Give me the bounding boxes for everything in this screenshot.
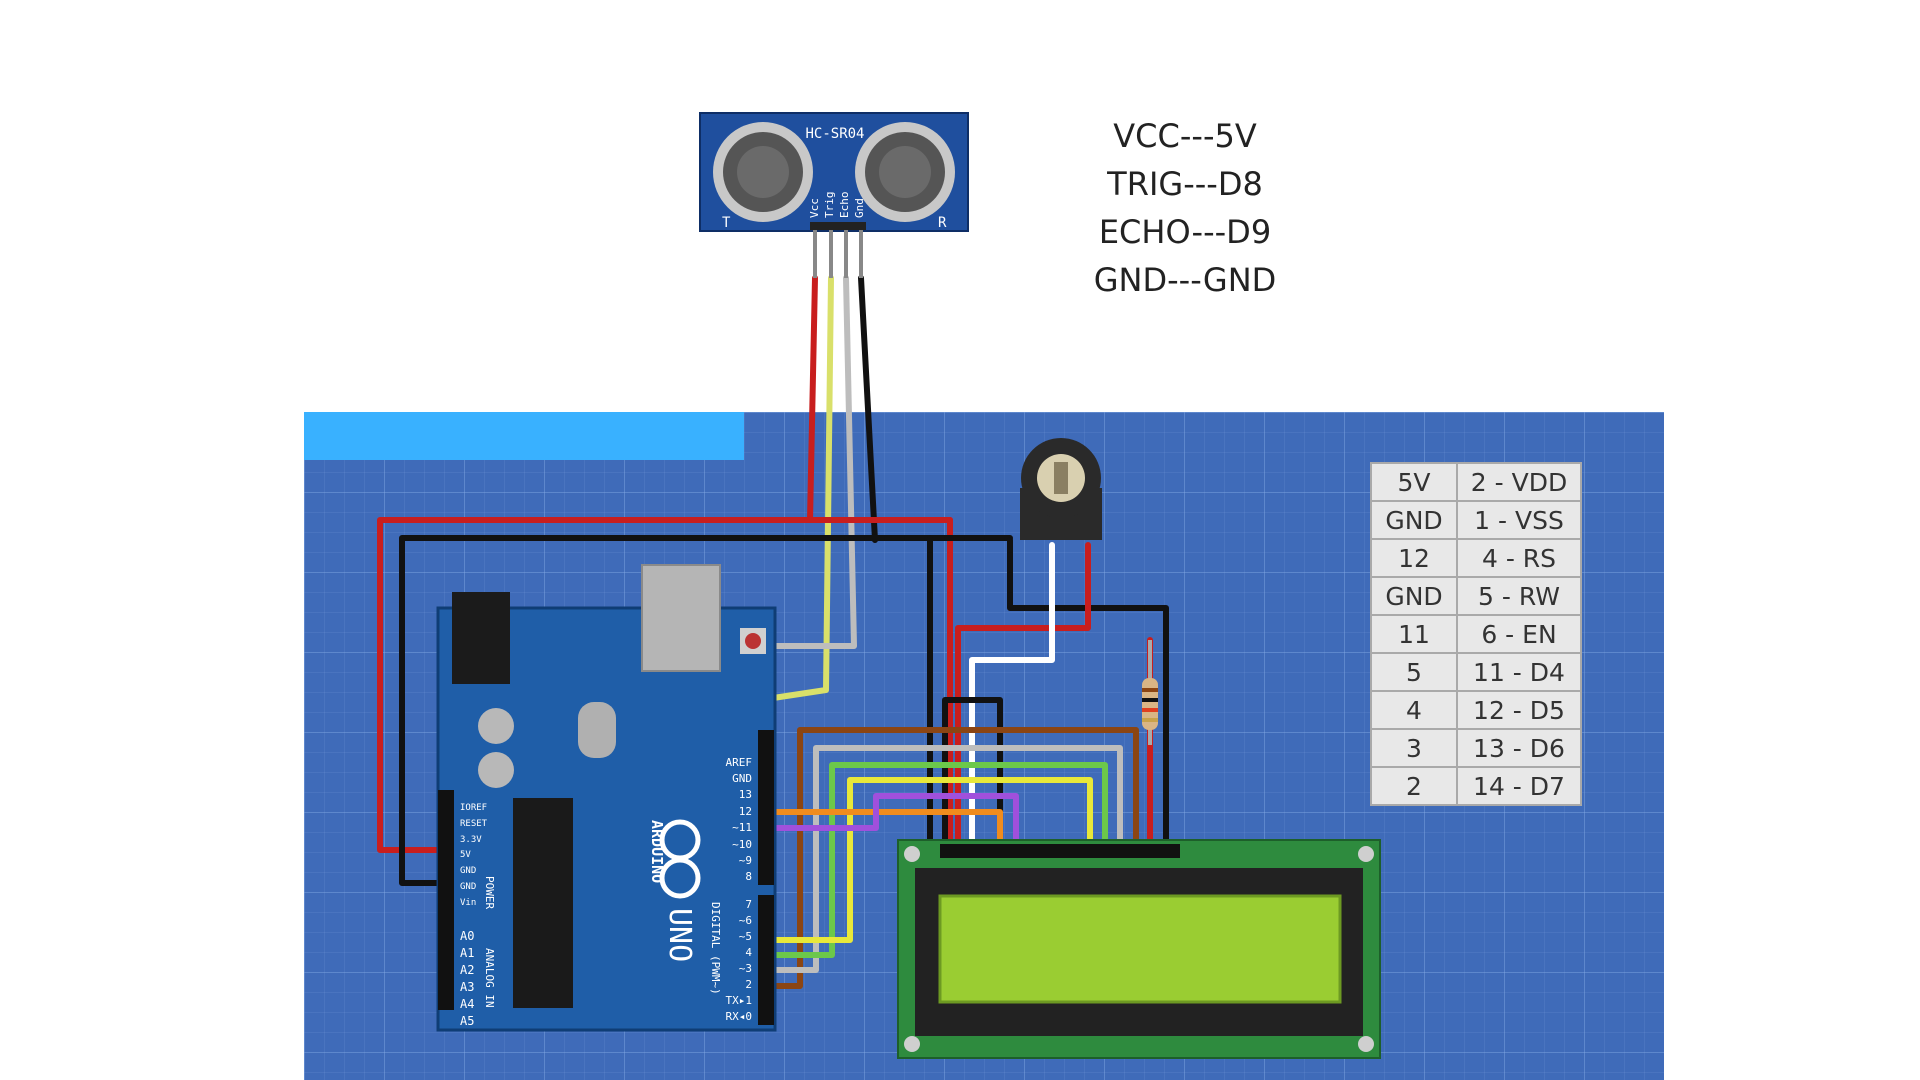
connection-note: ECHO---D9 bbox=[1098, 213, 1272, 251]
connection-note: TRIG---D8 bbox=[1107, 165, 1263, 203]
digital-pin-label: TX▸1 bbox=[726, 994, 753, 1007]
digital-pin-label: ~5 bbox=[739, 930, 752, 943]
arduino-pin-cell: 2 bbox=[1370, 766, 1458, 806]
analog-pin-label: A0 bbox=[460, 929, 474, 943]
header-accent-bar bbox=[304, 412, 744, 460]
digital-pin-label: ~9 bbox=[739, 854, 752, 867]
power-pin-label: IOREF bbox=[460, 803, 487, 813]
power-pin-label: RESET bbox=[460, 819, 488, 829]
arduino-pin-cell: 3 bbox=[1370, 728, 1458, 768]
lcd-pin-cell: 14 - D7 bbox=[1456, 766, 1582, 806]
digital-pin-label: ~6 bbox=[739, 914, 752, 927]
power-pin-label: 3.3V bbox=[460, 835, 482, 845]
sensor-pin-vcc: Vcc bbox=[808, 198, 821, 218]
digital-pin-label: 8 bbox=[745, 870, 752, 883]
arduino-pin-cell: GND bbox=[1370, 576, 1458, 616]
digital-pin-label: ~3 bbox=[739, 962, 752, 975]
lcd-pin-cell: 4 - RS bbox=[1456, 538, 1582, 578]
wire-pot-white bbox=[969, 542, 1055, 853]
lcd-pin-cell: 12 - D5 bbox=[1456, 690, 1582, 730]
arduino-analog-label: ANALOG IN bbox=[483, 948, 496, 1008]
sensor-t-label: T bbox=[722, 215, 731, 231]
sensor-r-label: R bbox=[938, 215, 947, 231]
sensor-label: HC-SR04 bbox=[805, 126, 864, 142]
sensor-connection-notes: VCC---5V TRIG---D8 ECHO---D9 GND---GND bbox=[1060, 112, 1310, 304]
wire-vcc-red bbox=[807, 275, 818, 523]
wire-d5-yellow bbox=[749, 777, 1093, 943]
digital-pin-label: GND bbox=[732, 772, 752, 785]
digital-pin-label: ~10 bbox=[732, 838, 752, 851]
lcd-pin-cell: 6 - EN bbox=[1456, 614, 1582, 654]
power-pin-label: GND bbox=[460, 866, 476, 876]
analog-pin-label: A3 bbox=[460, 980, 474, 994]
lcd-pin-cell: 13 - D6 bbox=[1456, 728, 1582, 768]
arduino-pin-cell: 5V bbox=[1370, 462, 1458, 502]
wire-pot-red bbox=[955, 542, 1091, 853]
sensor-pin-echo: Echo bbox=[838, 192, 851, 219]
digital-pin-label: ~11 bbox=[732, 821, 752, 834]
arduino-model-label: UNO bbox=[662, 908, 697, 962]
digital-pin-label: 7 bbox=[745, 898, 752, 911]
wire-d2-brown bbox=[749, 727, 1139, 989]
digital-pin-label: 4 bbox=[745, 946, 752, 959]
digital-pin-label: RX◂0 bbox=[726, 1010, 753, 1023]
resistor bbox=[1142, 640, 1158, 745]
wire-rw-black bbox=[942, 697, 1003, 853]
power-pin-label: Vin bbox=[460, 898, 476, 908]
arduino-uno-board: ARDUINO UNO POWER ANALOG IN DIGITAL (PWM… bbox=[436, 564, 777, 1032]
digital-pin-label: 12 bbox=[739, 805, 752, 818]
arduino-pin-cell: 4 bbox=[1370, 690, 1458, 730]
wire-gnd-black bbox=[858, 275, 878, 543]
hc-sr04-sensor: HC-SR04 T R Vcc Trig Echo Gnd bbox=[699, 112, 969, 278]
analog-pin-label: A2 bbox=[460, 963, 474, 977]
wire-5v-red-bus bbox=[377, 517, 953, 853]
lcd-pin-cell: 5 - RW bbox=[1456, 576, 1582, 616]
digital-pin-label: AREF bbox=[726, 756, 753, 769]
arduino-digital-label: DIGITAL (PWM~) bbox=[709, 902, 722, 995]
lcd-16x2-display bbox=[897, 839, 1381, 1059]
arduino-pin-cell: 12 bbox=[1370, 538, 1458, 578]
arduino-power-label: POWER bbox=[483, 876, 496, 909]
wire-d4-green bbox=[749, 762, 1108, 958]
arduino-brand-label: ARDUINO bbox=[648, 820, 666, 883]
wire-gnd-black-bus bbox=[399, 535, 1013, 886]
digital-pin-label: 2 bbox=[745, 978, 752, 991]
power-pin-label: 5V bbox=[460, 850, 471, 860]
power-pin-label: GND bbox=[460, 882, 476, 892]
sensor-pin-trig: Trig bbox=[823, 192, 836, 219]
wire-d12-orange bbox=[749, 809, 1003, 853]
analog-pin-label: A4 bbox=[460, 997, 474, 1011]
analog-pin-label: A1 bbox=[460, 946, 474, 960]
arduino-pin-cell: 5 bbox=[1370, 652, 1458, 692]
lcd-pin-cell: 1 - VSS bbox=[1456, 500, 1582, 540]
analog-pin-label: A5 bbox=[460, 1014, 474, 1028]
potentiometer bbox=[1020, 438, 1102, 540]
sensor-pin-gnd: Gnd bbox=[853, 198, 866, 218]
digital-pin-label: 13 bbox=[739, 788, 752, 801]
wire-d11-purple bbox=[749, 793, 1019, 853]
connection-note: GND---GND bbox=[1093, 261, 1277, 299]
lcd-pin-cell: 11 - D4 bbox=[1456, 652, 1582, 692]
lcd-pin-cell: 2 - VDD bbox=[1456, 462, 1582, 502]
connection-note: VCC---5V bbox=[1113, 117, 1257, 155]
wire-d3-gray bbox=[749, 745, 1123, 973]
arduino-pin-cell: GND bbox=[1370, 500, 1458, 540]
arduino-pin-cell: 11 bbox=[1370, 614, 1458, 654]
